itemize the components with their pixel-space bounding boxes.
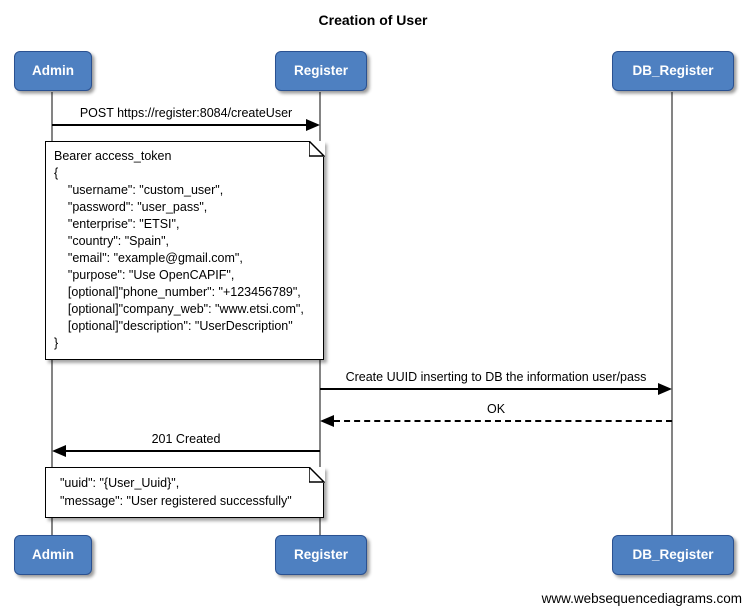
actor-box-db-register-top: DB_Register — [612, 51, 734, 91]
actor-box-admin-bottom: Admin — [14, 535, 92, 575]
note-line: [optional]"company_web": "www.etsi.com", — [54, 302, 304, 316]
arrowhead-left-icon — [320, 415, 334, 427]
actor-box-register-bottom: Register — [275, 535, 367, 575]
message-ok-return: OK — [320, 402, 672, 427]
note-line: "purpose": "Use OpenCAPIF", — [54, 268, 235, 282]
message-label: Create UUID inserting to DB the informat… — [345, 370, 647, 384]
lifeline-db-register — [671, 92, 673, 535]
actor-box-register-top: Register — [275, 51, 367, 91]
note-line: [optional]"phone_number": "+123456789", — [54, 285, 301, 299]
message-post-create-user: POST https://register:8084/createUser — [52, 106, 320, 131]
note-response-body: "uuid": "{User_Uuid}", "message": "User … — [45, 466, 325, 518]
message-line — [320, 388, 658, 390]
message-label: 201 Created — [151, 432, 221, 446]
message-line — [52, 124, 306, 126]
message-create-uuid: Create UUID inserting to DB the informat… — [320, 370, 672, 395]
note-request-body: Bearer access_token { "username": "custo… — [45, 140, 325, 360]
note-line: "country": "Spain", — [54, 234, 170, 248]
diagram-title: Creation of User — [318, 12, 428, 28]
note-line: { — [54, 166, 59, 180]
note-line: "uuid": "{User_Uuid}", — [60, 476, 180, 490]
note-line: "message": "User registered successfully… — [60, 494, 292, 508]
note-fold-icon — [308, 140, 325, 157]
note-line: [optional]"description": "UserDescriptio… — [54, 319, 293, 333]
arrowhead-right-icon — [306, 119, 320, 131]
note-line: } — [54, 336, 59, 350]
note-line: "username": "custom_user", — [54, 183, 224, 197]
note-line: "email": "example@gmail.com", — [54, 251, 243, 265]
watermark-websequencediagrams: www.websequencediagrams.com — [541, 591, 742, 606]
message-201-created: 201 Created — [52, 432, 320, 457]
note-line: "password": "user_pass", — [54, 200, 208, 214]
arrowhead-right-icon — [658, 383, 672, 395]
note-line: Bearer access_token — [54, 149, 172, 163]
message-line — [66, 450, 320, 452]
actor-box-db-register-bottom: DB_Register — [612, 535, 734, 575]
message-label: POST https://register:8084/createUser — [79, 106, 293, 120]
message-line-dashed — [334, 420, 672, 422]
note-fold-icon — [308, 466, 325, 483]
note-line: "enterprise": "ETSI", — [54, 217, 180, 231]
actor-box-admin-top: Admin — [14, 51, 92, 91]
arrowhead-left-icon — [52, 445, 66, 457]
message-label: OK — [486, 402, 506, 416]
